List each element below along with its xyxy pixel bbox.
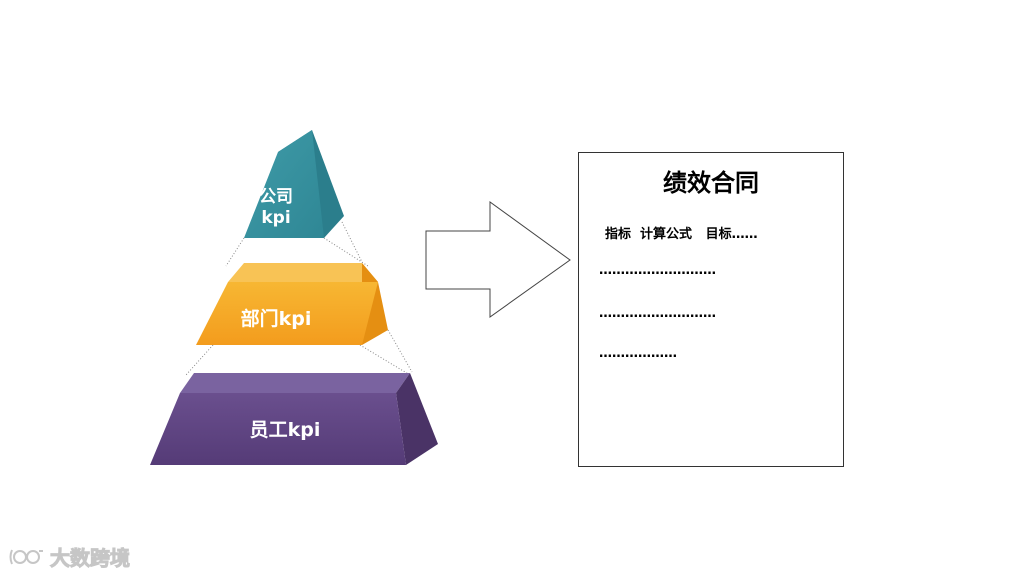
tier-company: 公司 kpi: [244, 130, 344, 238]
right-arrow-shape: [425, 201, 571, 318]
watermark-text: 大数跨境: [50, 546, 131, 571]
pyramid-guide-lines: [185, 221, 413, 376]
contract-title: 绩效合同: [663, 169, 759, 197]
tier-company-label-line2: kpi: [261, 208, 290, 228]
tier-employee-label: 员工kpi: [250, 419, 321, 441]
tier-employee-top: [180, 373, 410, 393]
performance-contract-box: 绩效合同 指标 计算公式 目标…… ……………………… ……………………… ………: [578, 152, 844, 467]
tier-employee-front: [150, 393, 406, 465]
contract-dotted-line-3: ………………: [599, 346, 677, 361]
contract-dotted-line-2: ………………………: [599, 306, 716, 321]
watermark: 大数跨境: [8, 542, 131, 571]
tier-company-label-line1: 公司: [259, 187, 293, 207]
logo-icon: [9, 549, 43, 564]
tier-department: 部门kpi: [196, 263, 388, 345]
tier-department-label: 部门kpi: [241, 307, 312, 330]
tier-department-top: [228, 263, 378, 282]
contract-header-row: 指标 计算公式 目标……: [605, 227, 758, 242]
contract-dotted-line-1: ………………………: [599, 263, 716, 278]
tier-company-front: [244, 130, 324, 238]
tier-employee: 员工kpi: [150, 373, 438, 465]
tier-employee-side: [396, 373, 438, 465]
tier-department-front: [196, 282, 378, 345]
